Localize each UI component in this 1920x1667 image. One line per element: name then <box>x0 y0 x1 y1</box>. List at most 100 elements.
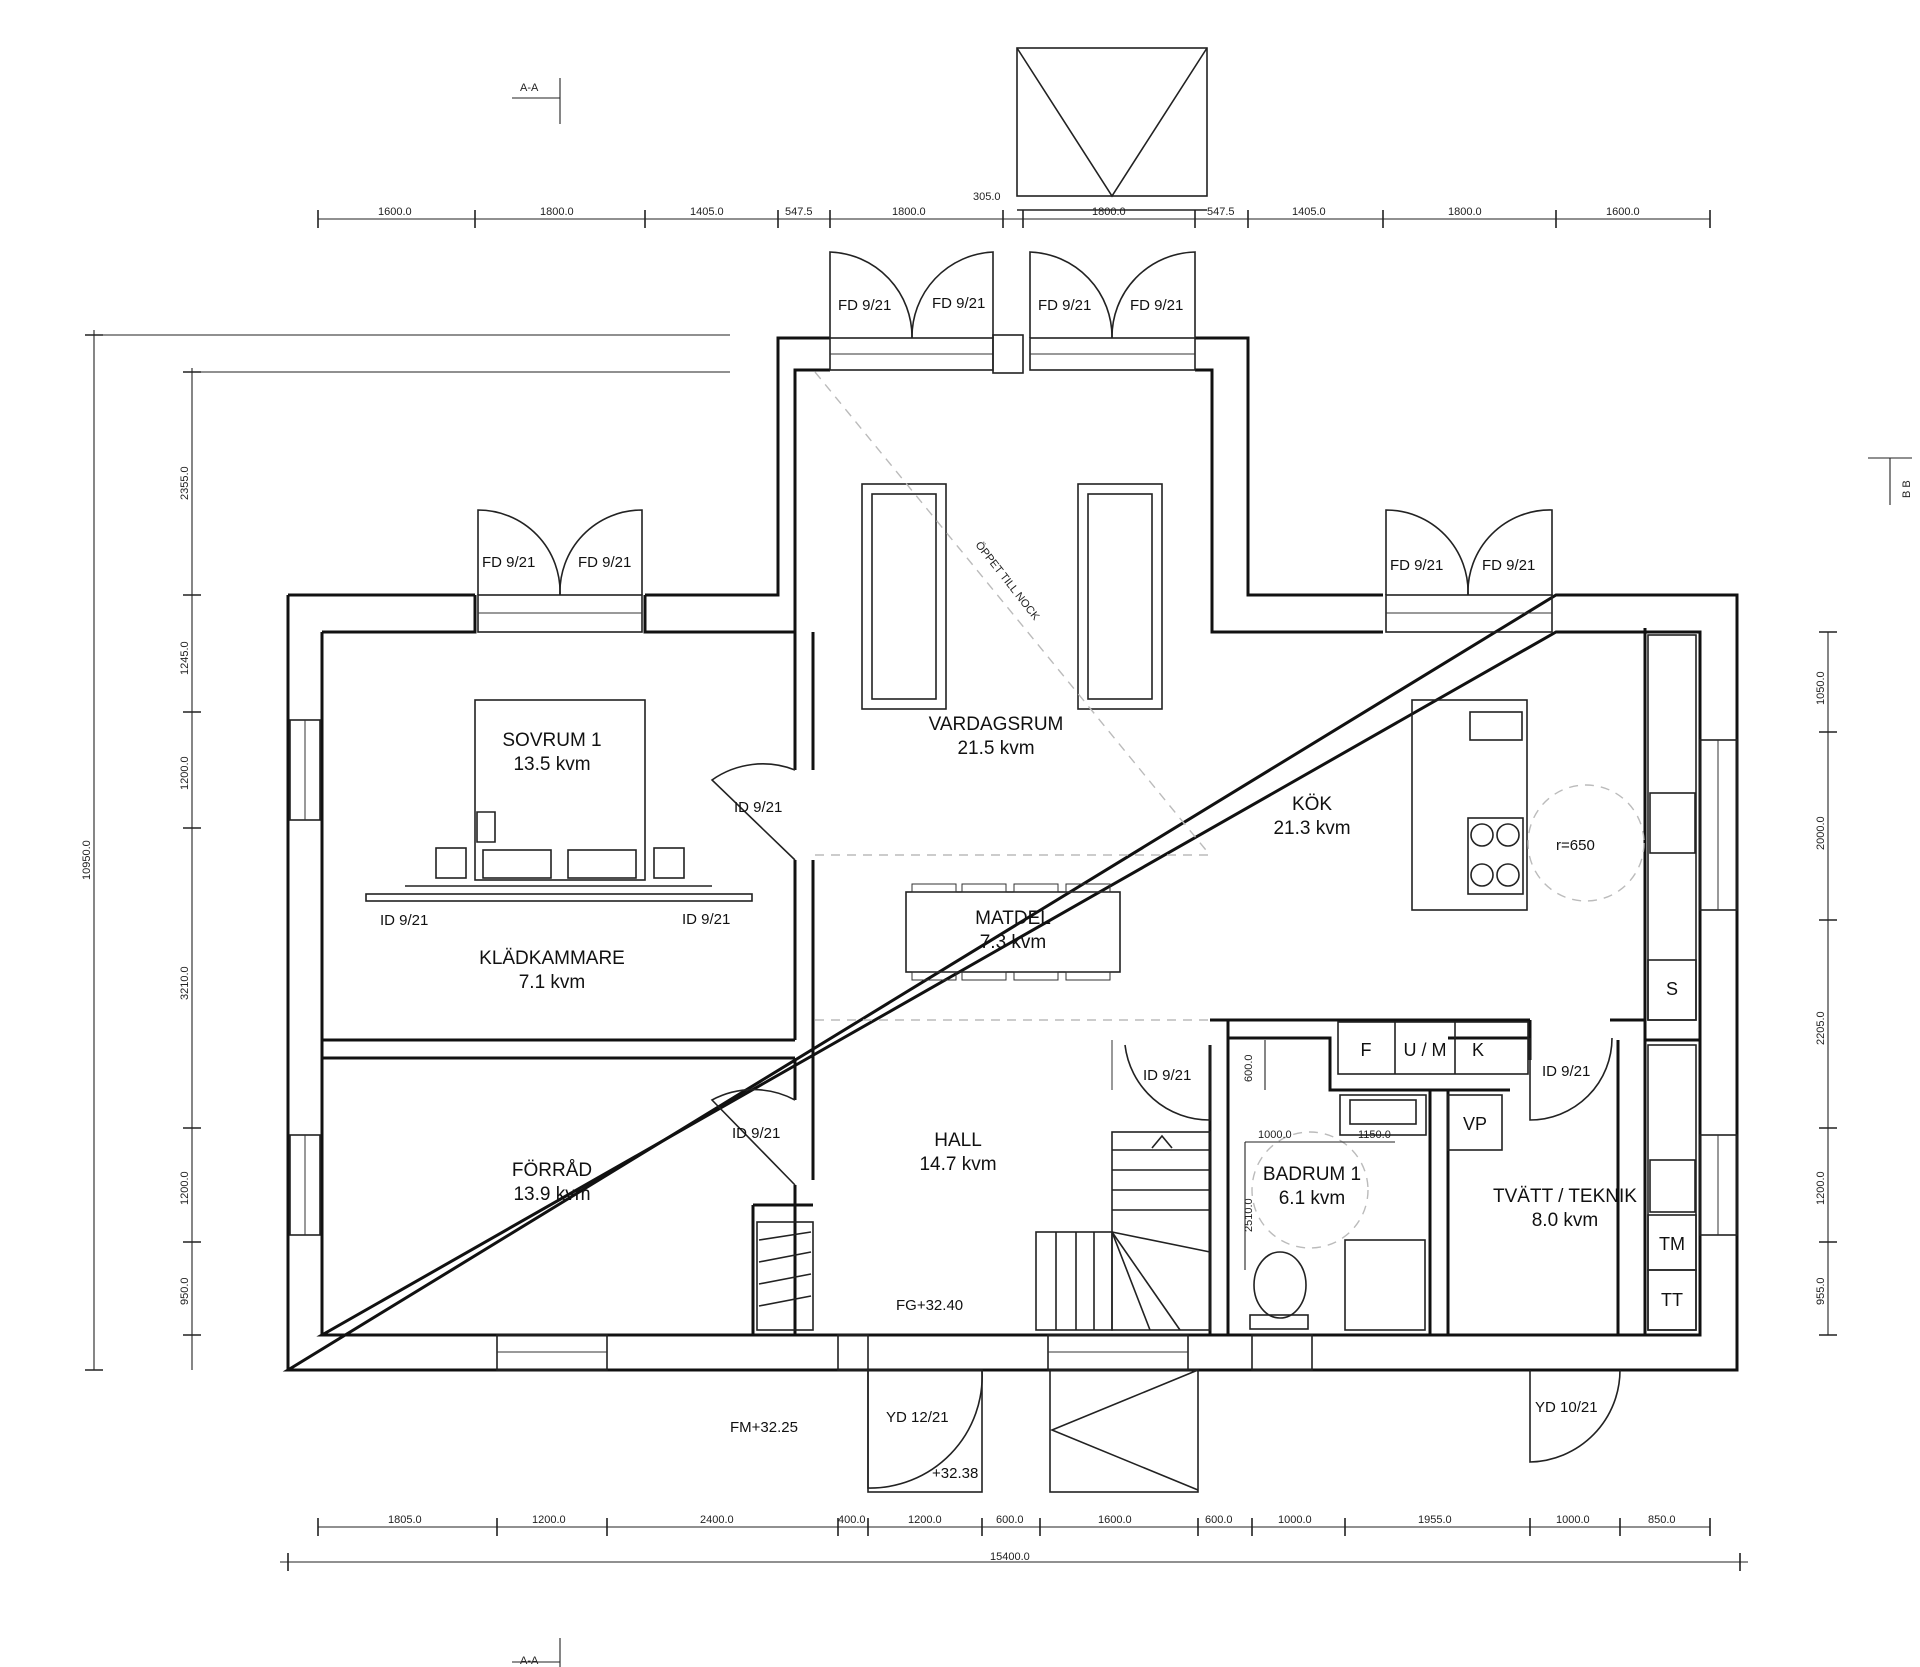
room-name-matdel: MATDEL <box>975 908 1051 929</box>
dim-total: 15400.0 <box>990 1551 1030 1563</box>
room-name-forrad: FÖRRÅD <box>512 1160 592 1181</box>
door-label-id-4: ID 9/21 <box>732 1125 780 1142</box>
step-level-label: +32.38 <box>932 1465 978 1482</box>
dim-bottom-8: 600.0 <box>1205 1514 1233 1526</box>
wardrobe-rail <box>365 893 753 902</box>
dryer-box <box>1647 1269 1697 1331</box>
room-area-kladkammare: 7.1 kvm <box>519 972 586 993</box>
appliance-tt-label: TT <box>1661 1290 1683 1310</box>
appliance-um-label: U / M <box>1404 1040 1447 1060</box>
kitchen-fixtures <box>1337 634 1697 1331</box>
dim-top-10: 1800.0 <box>1448 206 1482 218</box>
room-name-tvatt: TVÄTT / TEKNIK <box>1493 1186 1637 1207</box>
heat-pump-box <box>1447 1094 1503 1151</box>
dim-bottom-2: 1200.0 <box>532 1514 566 1526</box>
dim-top-7: 1800.0 <box>1092 206 1126 218</box>
dim-bath-3: 2510.0 <box>1243 1198 1255 1232</box>
dim-bottom-6: 600.0 <box>996 1514 1024 1526</box>
room-name-vardagsrum: VARDAGSRUM <box>929 714 1064 735</box>
dim-top-11: 1600.0 <box>1606 206 1640 218</box>
room-name-kok: KÖK <box>1292 794 1332 815</box>
dim-bath-2: 1150.0 <box>1358 1129 1391 1141</box>
interior-walls <box>322 628 1700 1335</box>
room-area-vardagsrum: 21.5 kvm <box>957 738 1034 759</box>
door-label-fd-1: FD 9/21 <box>838 297 891 314</box>
sofa-left <box>861 483 947 710</box>
open-to-ridge-label: ÖPPET TILL NOCK <box>973 539 1042 623</box>
appliance-row <box>1337 1021 1529 1075</box>
dim-bottom-7: 1600.0 <box>1098 1514 1132 1526</box>
dim-top-3: 1405.0 <box>690 206 724 218</box>
dim-bottom-5: 1200.0 <box>908 1514 942 1526</box>
dim-top-2: 1800.0 <box>540 206 574 218</box>
dim-bottom-10: 1955.0 <box>1418 1514 1452 1526</box>
shower-icon <box>1344 1239 1426 1331</box>
dimension-lines <box>93 218 1829 1563</box>
door-label-fd-3: FD 9/21 <box>1038 297 1091 314</box>
kitchen-sink-icon <box>1649 792 1696 854</box>
dim-right-4: 1200.0 <box>1815 1171 1827 1205</box>
appliance-k-label: K <box>1472 1040 1484 1060</box>
dining-table <box>905 891 1121 973</box>
door-label-fd-5: FD 9/21 <box>482 554 535 571</box>
bottom-canopy <box>867 1369 1199 1493</box>
section-label-aa-top: A-A <box>520 82 539 94</box>
door-label-fd-8: FD 9/21 <box>1482 557 1535 574</box>
dim-left-2: 1245.0 <box>179 641 191 675</box>
open-to-ridge-line <box>814 371 1211 856</box>
cooktop-icon <box>1467 817 1524 895</box>
exterior-walls <box>282 336 1739 1372</box>
appliance-s-label: S <box>1666 979 1678 999</box>
dim-bottom-11: 1000.0 <box>1556 1514 1590 1526</box>
floor-level-label: FG+32.40 <box>896 1297 963 1314</box>
dim-bottom-1: 1805.0 <box>388 1514 422 1526</box>
section-marker-bb: B B <box>1868 457 1913 505</box>
living-furniture <box>814 371 1211 1021</box>
room-name-badrum: BADRUM 1 <box>1263 1164 1361 1185</box>
bed <box>474 699 646 881</box>
door-label-id-1: ID 9/21 <box>734 799 782 816</box>
door-label-fd-7: FD 9/21 <box>1390 557 1443 574</box>
dim-bottom-3: 2400.0 <box>700 1514 734 1526</box>
door-swings <box>477 251 1621 1489</box>
island-sink-icon <box>1469 711 1523 741</box>
stairs <box>756 1040 1211 1331</box>
dim-bottom-12: 850.0 <box>1648 1514 1676 1526</box>
door-label-fd-2: FD 9/21 <box>932 295 985 312</box>
door-label-id-3: ID 9/21 <box>682 911 730 928</box>
room-area-forrad: 13.9 kvm <box>513 1184 590 1205</box>
dim-bottom-4: 400.0 <box>838 1514 866 1526</box>
section-label-bb: B B <box>1901 480 1913 498</box>
room-name-hall: HALL <box>934 1130 982 1151</box>
dim-top-5: 1800.0 <box>892 206 926 218</box>
appliance-fridge-label: F <box>1361 1040 1372 1060</box>
door-label-fd-6: FD 9/21 <box>578 554 631 571</box>
door-label-fd-4: FD 9/21 <box>1130 297 1183 314</box>
dim-top-6: 305.0 <box>973 191 1001 203</box>
room-area-kok: 21.3 kvm <box>1273 818 1350 839</box>
room-name-kladkammare: KLÄDKAMMARE <box>479 948 625 969</box>
kitchen-island <box>1411 699 1528 911</box>
bath-fixtures <box>1249 1094 1427 1331</box>
laundry-sink-icon <box>1649 1159 1696 1213</box>
room-name-sovrum: SOVRUM 1 <box>502 730 601 751</box>
dim-top-8: 547.5 <box>1207 206 1235 218</box>
radius-label: r=650 <box>1556 837 1595 854</box>
section-marker-aa-top: A-A <box>512 78 561 124</box>
top-canopy <box>1016 47 1208 211</box>
ground-level-label: FM+32.25 <box>730 1419 798 1436</box>
dim-left-total: 10950.0 <box>81 840 93 880</box>
turning-circle <box>1527 784 1645 902</box>
room-area-matdel: 7.3 kvm <box>980 932 1047 953</box>
door-label-yd-main: YD 12/21 <box>886 1409 949 1426</box>
appliance-tm-label: TM <box>1659 1234 1685 1254</box>
room-area-hall: 14.7 kvm <box>919 1154 996 1175</box>
dim-left-1: 2355.0 <box>179 466 191 500</box>
door-label-id-6: ID 9/21 <box>1542 1063 1590 1080</box>
dim-right-5: 955.0 <box>1815 1277 1827 1305</box>
door-label-yd-side: YD 10/21 <box>1535 1399 1598 1416</box>
dim-right-2: 2000.0 <box>1815 816 1827 850</box>
dim-bath-1: 1000.0 <box>1258 1129 1292 1141</box>
windows <box>289 334 1738 1371</box>
